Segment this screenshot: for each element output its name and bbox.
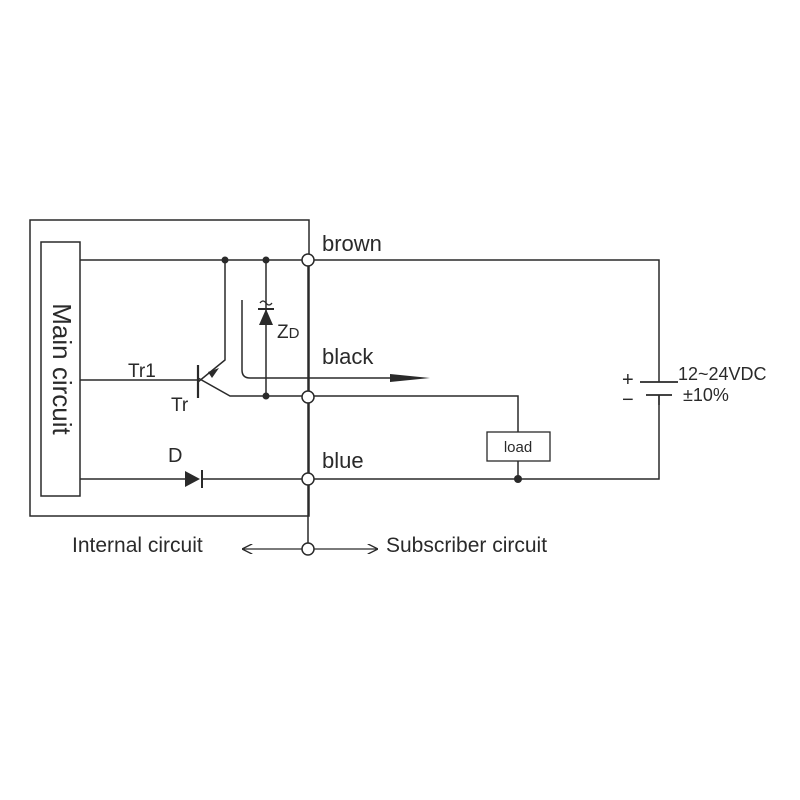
diode-label: D	[168, 445, 182, 467]
boundary-terminal	[301, 542, 315, 556]
brown-label: brown	[322, 231, 382, 256]
blue-terminal	[301, 472, 315, 486]
internal-circuit-box	[29, 219, 310, 517]
black-output-arrow-line	[241, 300, 392, 379]
diode-triangle	[185, 471, 200, 487]
main-circuit-label: Main circuit	[47, 303, 77, 435]
tr-label: Tr	[171, 395, 189, 416]
zener-tilde	[259, 300, 273, 306]
supply-tolerance: ±10%	[683, 385, 729, 405]
brown-terminal	[301, 253, 315, 267]
supply-plus: +	[622, 369, 634, 391]
transistor-collector	[197, 260, 226, 383]
supply-voltage: 12~24VDC	[678, 364, 767, 384]
blue-label: blue	[322, 448, 364, 473]
junction-top-left	[221, 256, 229, 264]
internal-circuit-label: Internal circuit	[72, 534, 203, 557]
load-box	[486, 431, 551, 462]
blue-wire	[80, 395, 660, 480]
emitter-arrow	[208, 368, 219, 378]
junction-zener-bottom	[262, 392, 270, 400]
junction-zener-top	[262, 256, 270, 264]
tr1-label: Tr1	[128, 361, 156, 382]
black-output-arrowhead	[390, 374, 430, 382]
supply-minus: −	[622, 389, 634, 411]
junction-load-blue	[514, 475, 522, 483]
black-terminal	[301, 390, 315, 404]
main-circuit-block	[40, 241, 81, 497]
zener-triangle	[259, 309, 273, 325]
subscriber-circuit-label: Subscriber circuit	[386, 534, 547, 557]
black-label: black	[322, 344, 374, 369]
load-label: load	[504, 439, 532, 456]
transistor-emitter	[197, 377, 302, 397]
zener-label: ZD	[277, 322, 300, 343]
